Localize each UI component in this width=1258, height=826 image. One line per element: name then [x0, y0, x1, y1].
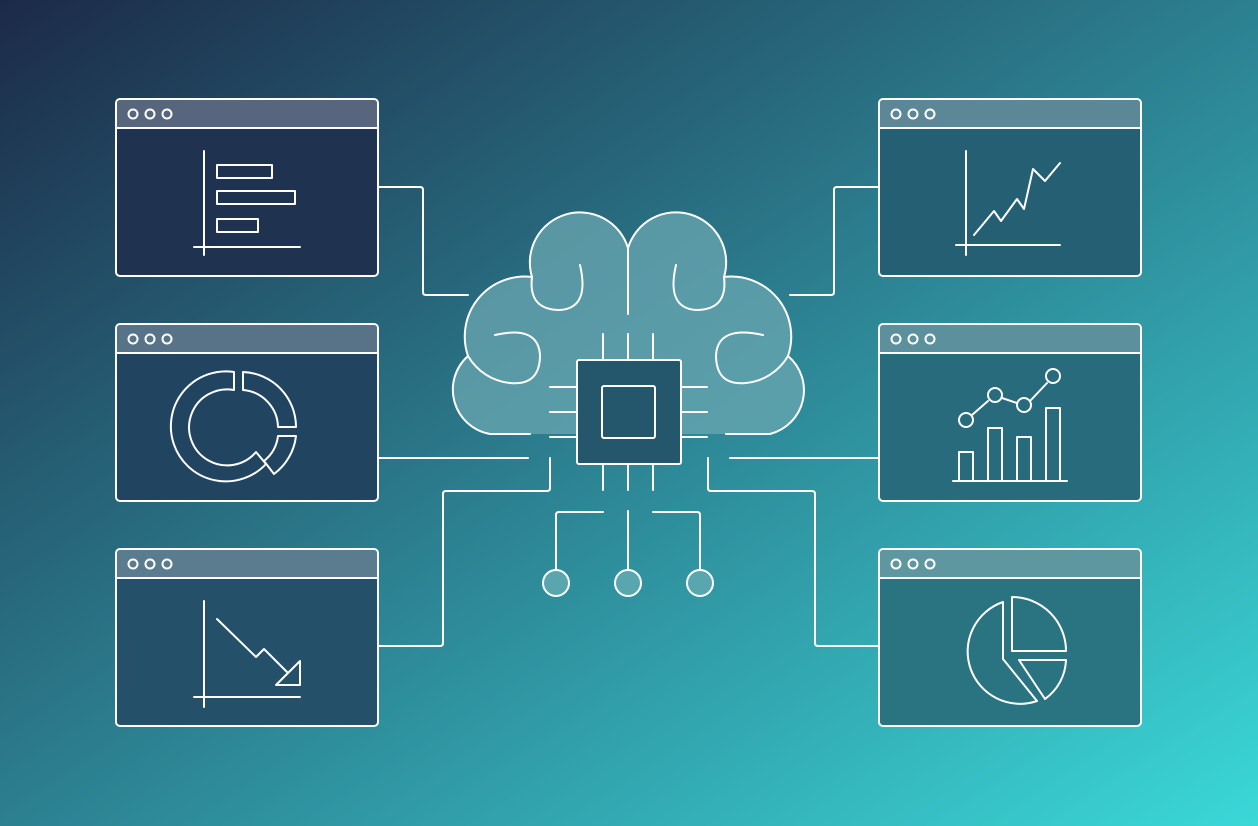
window-control-dot [924, 333, 936, 345]
window-title-bar [880, 550, 1140, 578]
left-window-3 [115, 548, 379, 727]
window-control-dot [127, 108, 139, 120]
left-window-1 [115, 98, 379, 277]
window-control-dot [127, 333, 139, 345]
window-control-dot [144, 333, 156, 345]
node-circle [686, 569, 714, 597]
window-control-dot [890, 558, 902, 570]
node-circle [614, 569, 642, 597]
bar-line-combo-chart-icon [952, 368, 1068, 482]
window-control-dot [924, 558, 936, 570]
window-control-dot [161, 108, 173, 120]
pie-chart-icon [966, 596, 1067, 705]
donut-chart-icon [169, 370, 297, 483]
window-control-dot [890, 333, 902, 345]
trend-down-chart-icon [193, 600, 301, 708]
right-window-2 [878, 323, 1142, 502]
left-window-2 [115, 323, 379, 502]
output-nodes [542, 510, 714, 597]
horizontal-bar-chart-icon [193, 150, 301, 256]
connector-lines [377, 186, 880, 647]
window-title-bar [880, 100, 1140, 128]
window-control-dot [144, 108, 156, 120]
node-circle [542, 569, 570, 597]
window-control-dot [144, 558, 156, 570]
window-title-bar [880, 325, 1140, 353]
chip-icon [549, 333, 708, 491]
window-title-bar [117, 325, 377, 353]
line-chart-icon [955, 150, 1061, 256]
window-control-dot [127, 558, 139, 570]
window-control-dot [890, 108, 902, 120]
right-window-3 [878, 548, 1142, 727]
window-title-bar [117, 100, 377, 128]
window-control-dot [161, 333, 173, 345]
window-control-dot [907, 558, 919, 570]
brain-icon [451, 211, 805, 435]
window-control-dot [161, 558, 173, 570]
window-control-dot [924, 108, 936, 120]
right-window-1 [878, 98, 1142, 277]
window-title-bar [117, 550, 377, 578]
window-control-dot [907, 333, 919, 345]
window-control-dot [907, 108, 919, 120]
